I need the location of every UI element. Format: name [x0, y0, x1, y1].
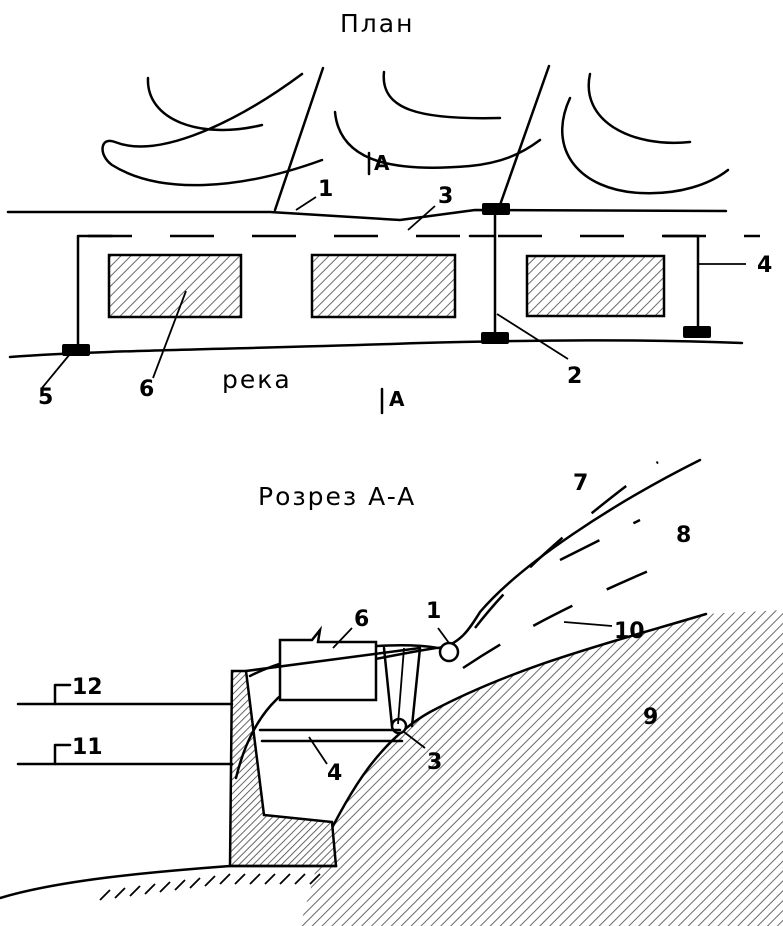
outlet-right — [683, 326, 711, 338]
section-mark-top: A — [374, 151, 390, 175]
plan-label-5: 5 — [38, 385, 53, 410]
slope-line-left — [273, 66, 325, 212]
water-level-11-mark — [53, 743, 72, 766]
drain-frame-4 — [76, 210, 700, 347]
sec-leader-6 — [332, 627, 353, 649]
slope-line-right — [498, 64, 551, 207]
outlet-left — [62, 344, 90, 356]
sec-leader-3 — [403, 731, 426, 749]
plan-label-1: 1 — [318, 177, 333, 202]
leader-3 — [407, 205, 436, 231]
building-section-6 — [278, 625, 378, 702]
plan-label-2: 2 — [567, 364, 582, 389]
slope-dashes-mid — [559, 518, 641, 562]
building-3 — [525, 254, 666, 318]
trench-walls — [244, 646, 422, 743]
upper-boundary-line — [6, 208, 728, 222]
section-label-9: 9 — [643, 705, 658, 730]
section-title: Розрез A-A — [258, 482, 416, 511]
leader-6 — [152, 290, 187, 379]
ground-hatch-left — [99, 873, 321, 901]
plan-label-4: 4 — [757, 253, 772, 278]
sec-leader-4 — [308, 736, 328, 765]
section-label-7: 7 — [573, 471, 588, 496]
plan-view: План — [6, 9, 772, 415]
drain-pipe-1 — [438, 641, 460, 663]
section-label-8: 8 — [676, 523, 691, 548]
contour-lines — [101, 70, 730, 195]
building-2 — [310, 253, 457, 319]
leader-5 — [41, 353, 71, 389]
section-label-3: 3 — [427, 750, 442, 775]
building-1 — [107, 253, 243, 319]
river-label: река — [222, 365, 292, 394]
section-label-11: 11 — [72, 735, 103, 760]
bottom-ground-line — [0, 864, 338, 900]
slope-dashes-lower — [462, 564, 661, 670]
leader-1 — [295, 196, 317, 211]
section-mark-bottom: A — [389, 387, 405, 411]
section-view: Розрез A-A — [0, 458, 783, 926]
section-label-4: 4 — [327, 761, 342, 786]
aquiclude-layer-9 — [300, 610, 783, 926]
plan-label-3: 3 — [438, 184, 453, 209]
leader-2 — [496, 313, 569, 360]
plan-title: План — [340, 9, 414, 38]
outlet-bottom-mid — [481, 332, 509, 344]
section-label-10: 10 — [614, 619, 645, 644]
river-bank-line — [8, 339, 744, 359]
plan-label-6: 6 — [139, 377, 154, 402]
water-level-12-mark — [53, 683, 72, 706]
slope-dashes-upper — [474, 460, 659, 629]
sec-leader-10 — [563, 621, 613, 627]
outlet-top — [482, 203, 510, 215]
section-label-6: 6 — [354, 607, 369, 632]
sec-leader-1 — [437, 627, 450, 644]
trench-extra — [397, 647, 405, 725]
section-label-1: 1 — [426, 599, 441, 624]
section-label-12: 12 — [72, 675, 103, 700]
aquiclude-top-line — [320, 612, 708, 850]
